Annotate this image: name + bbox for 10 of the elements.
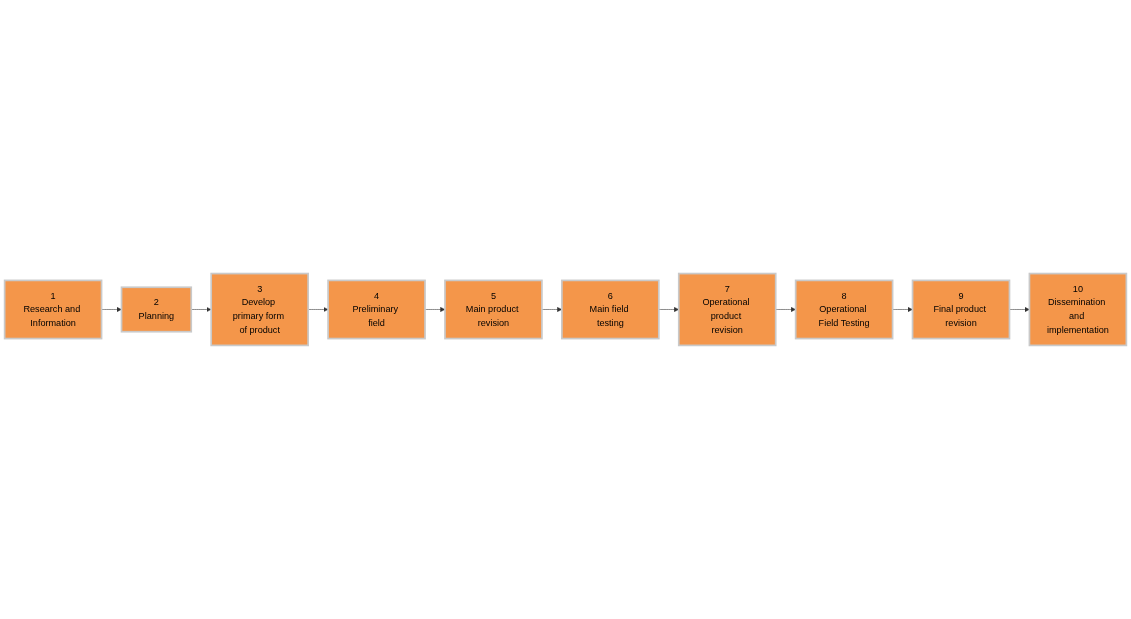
node-box: 1 Research and Information	[3, 279, 103, 340]
node-box: 3 Develop primary form of product	[210, 272, 309, 347]
node-box: 7 Operational product revision	[677, 272, 777, 347]
node-box: 2 Planning	[120, 286, 193, 333]
node-box: 5 Main product revision	[444, 279, 543, 340]
node-box: 8 Operational Field Testing	[794, 279, 894, 340]
node-box: 4 Preliminary field	[327, 279, 426, 340]
node-box: 9 Final product revision	[911, 279, 1011, 340]
node-box: 10 Dissemination and implementation	[1028, 272, 1128, 347]
node-box: 6 Main field testing	[561, 279, 660, 340]
